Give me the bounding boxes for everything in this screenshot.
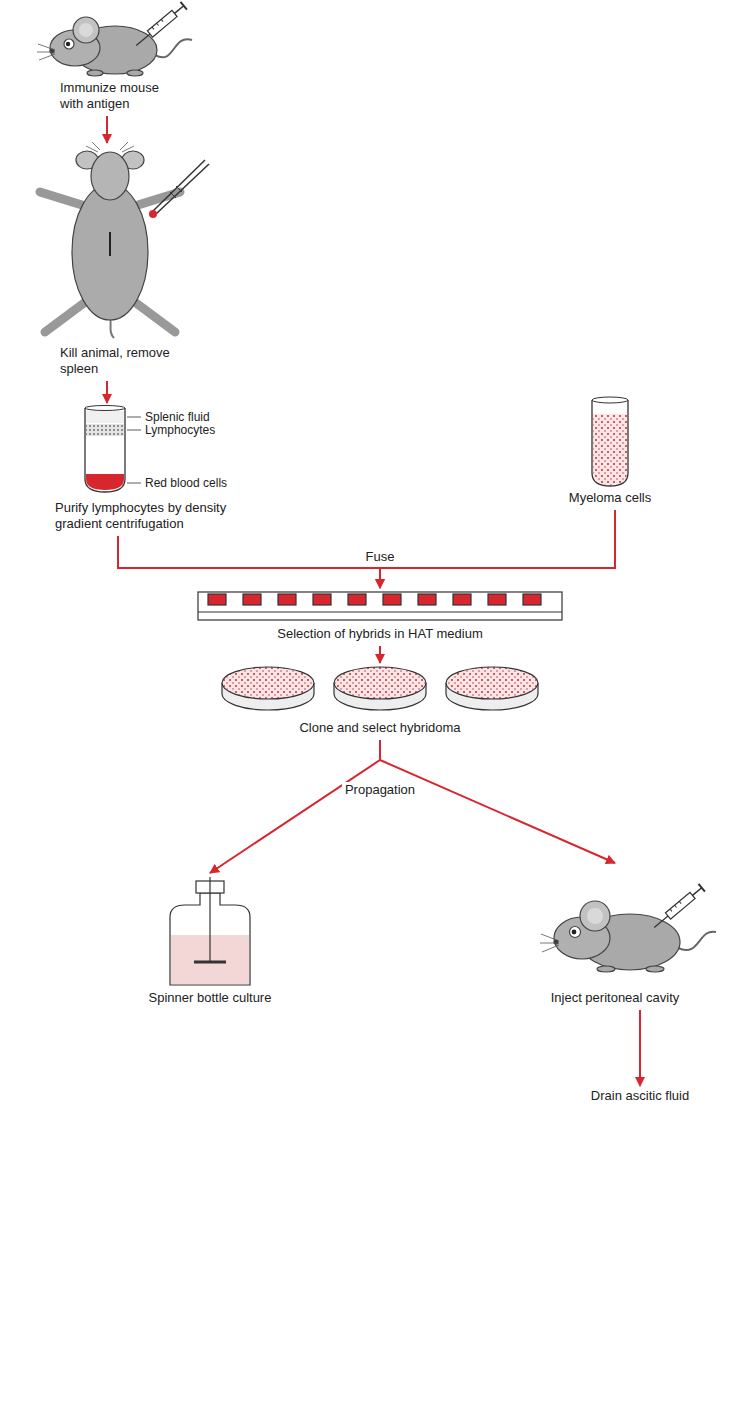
process-step: Kill animal, remove spleen bbox=[60, 145, 200, 377]
layer-label: Lymphocytes bbox=[145, 423, 215, 437]
layer-label: Splenic fluid bbox=[145, 410, 210, 424]
process-step: Clone and select hybridoma bbox=[220, 665, 540, 736]
syringe bbox=[133, 2, 187, 50]
step-caption: Selection of hybrids in HAT medium bbox=[190, 626, 570, 642]
layer-label: Red blood cells bbox=[145, 476, 227, 490]
flow-arrow bbox=[210, 740, 380, 873]
arrow-label: Fuse bbox=[363, 549, 398, 565]
flow-arrow bbox=[118, 536, 380, 588]
step-caption: Clone and select hybridoma bbox=[220, 720, 540, 736]
process-step: Inject peritoneal cavity bbox=[510, 865, 720, 1006]
process-step: Immunize mouse with antigen bbox=[60, 0, 185, 112]
forceps bbox=[149, 160, 209, 218]
flow-arrow bbox=[106, 381, 108, 403]
step-caption: Spinner bottle culture bbox=[120, 990, 300, 1006]
multiwell-plate bbox=[198, 592, 562, 620]
flow-arrow bbox=[380, 740, 615, 863]
spinner-bottle bbox=[170, 877, 250, 985]
process-step: Myeloma cells bbox=[555, 400, 665, 506]
process-step: Drain ascitic fluid bbox=[560, 1088, 720, 1104]
step-caption: Purify lymphocytes by density gradient c… bbox=[55, 500, 255, 532]
centrifuge-tube bbox=[85, 406, 141, 493]
mouse-ascites bbox=[540, 901, 716, 972]
process-step: Spinner bottle culture bbox=[120, 875, 300, 1006]
step-caption: Kill animal, remove spleen bbox=[60, 345, 200, 377]
mouse-dissected bbox=[40, 142, 180, 338]
flow-arrow bbox=[380, 510, 615, 588]
process-step: Selection of hybrids in HAT medium bbox=[190, 590, 570, 642]
step-caption: Drain ascitic fluid bbox=[560, 1088, 720, 1104]
step-caption: Immunize mouse with antigen bbox=[60, 80, 185, 112]
myeloma-tube bbox=[592, 397, 628, 486]
step-caption: Myeloma cells bbox=[555, 490, 665, 506]
arrow-label: Propagation bbox=[342, 782, 418, 798]
flow-arrow bbox=[106, 116, 108, 143]
mouse-immunized bbox=[37, 17, 192, 76]
culture-dishes bbox=[222, 667, 538, 710]
flow-arrow bbox=[379, 646, 381, 663]
syringe bbox=[651, 884, 705, 932]
flow-arrow bbox=[639, 1010, 641, 1086]
step-caption: Inject peritoneal cavity bbox=[510, 990, 720, 1006]
